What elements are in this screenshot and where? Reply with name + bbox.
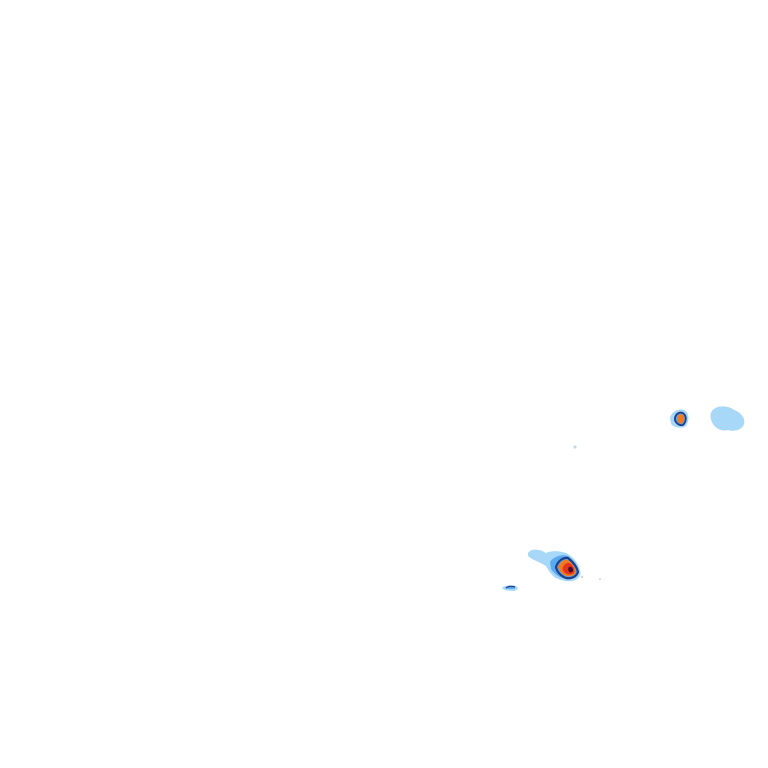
precip-cell-east-light [710, 406, 745, 431]
precip-cell-south-main [528, 549, 581, 582]
precip-cell-east-strong [670, 409, 689, 428]
precip-speck-3 [599, 578, 601, 580]
precip-speck [573, 445, 577, 449]
precip-speck-2 [580, 575, 584, 579]
precip-cell-south-trail [502, 585, 518, 591]
